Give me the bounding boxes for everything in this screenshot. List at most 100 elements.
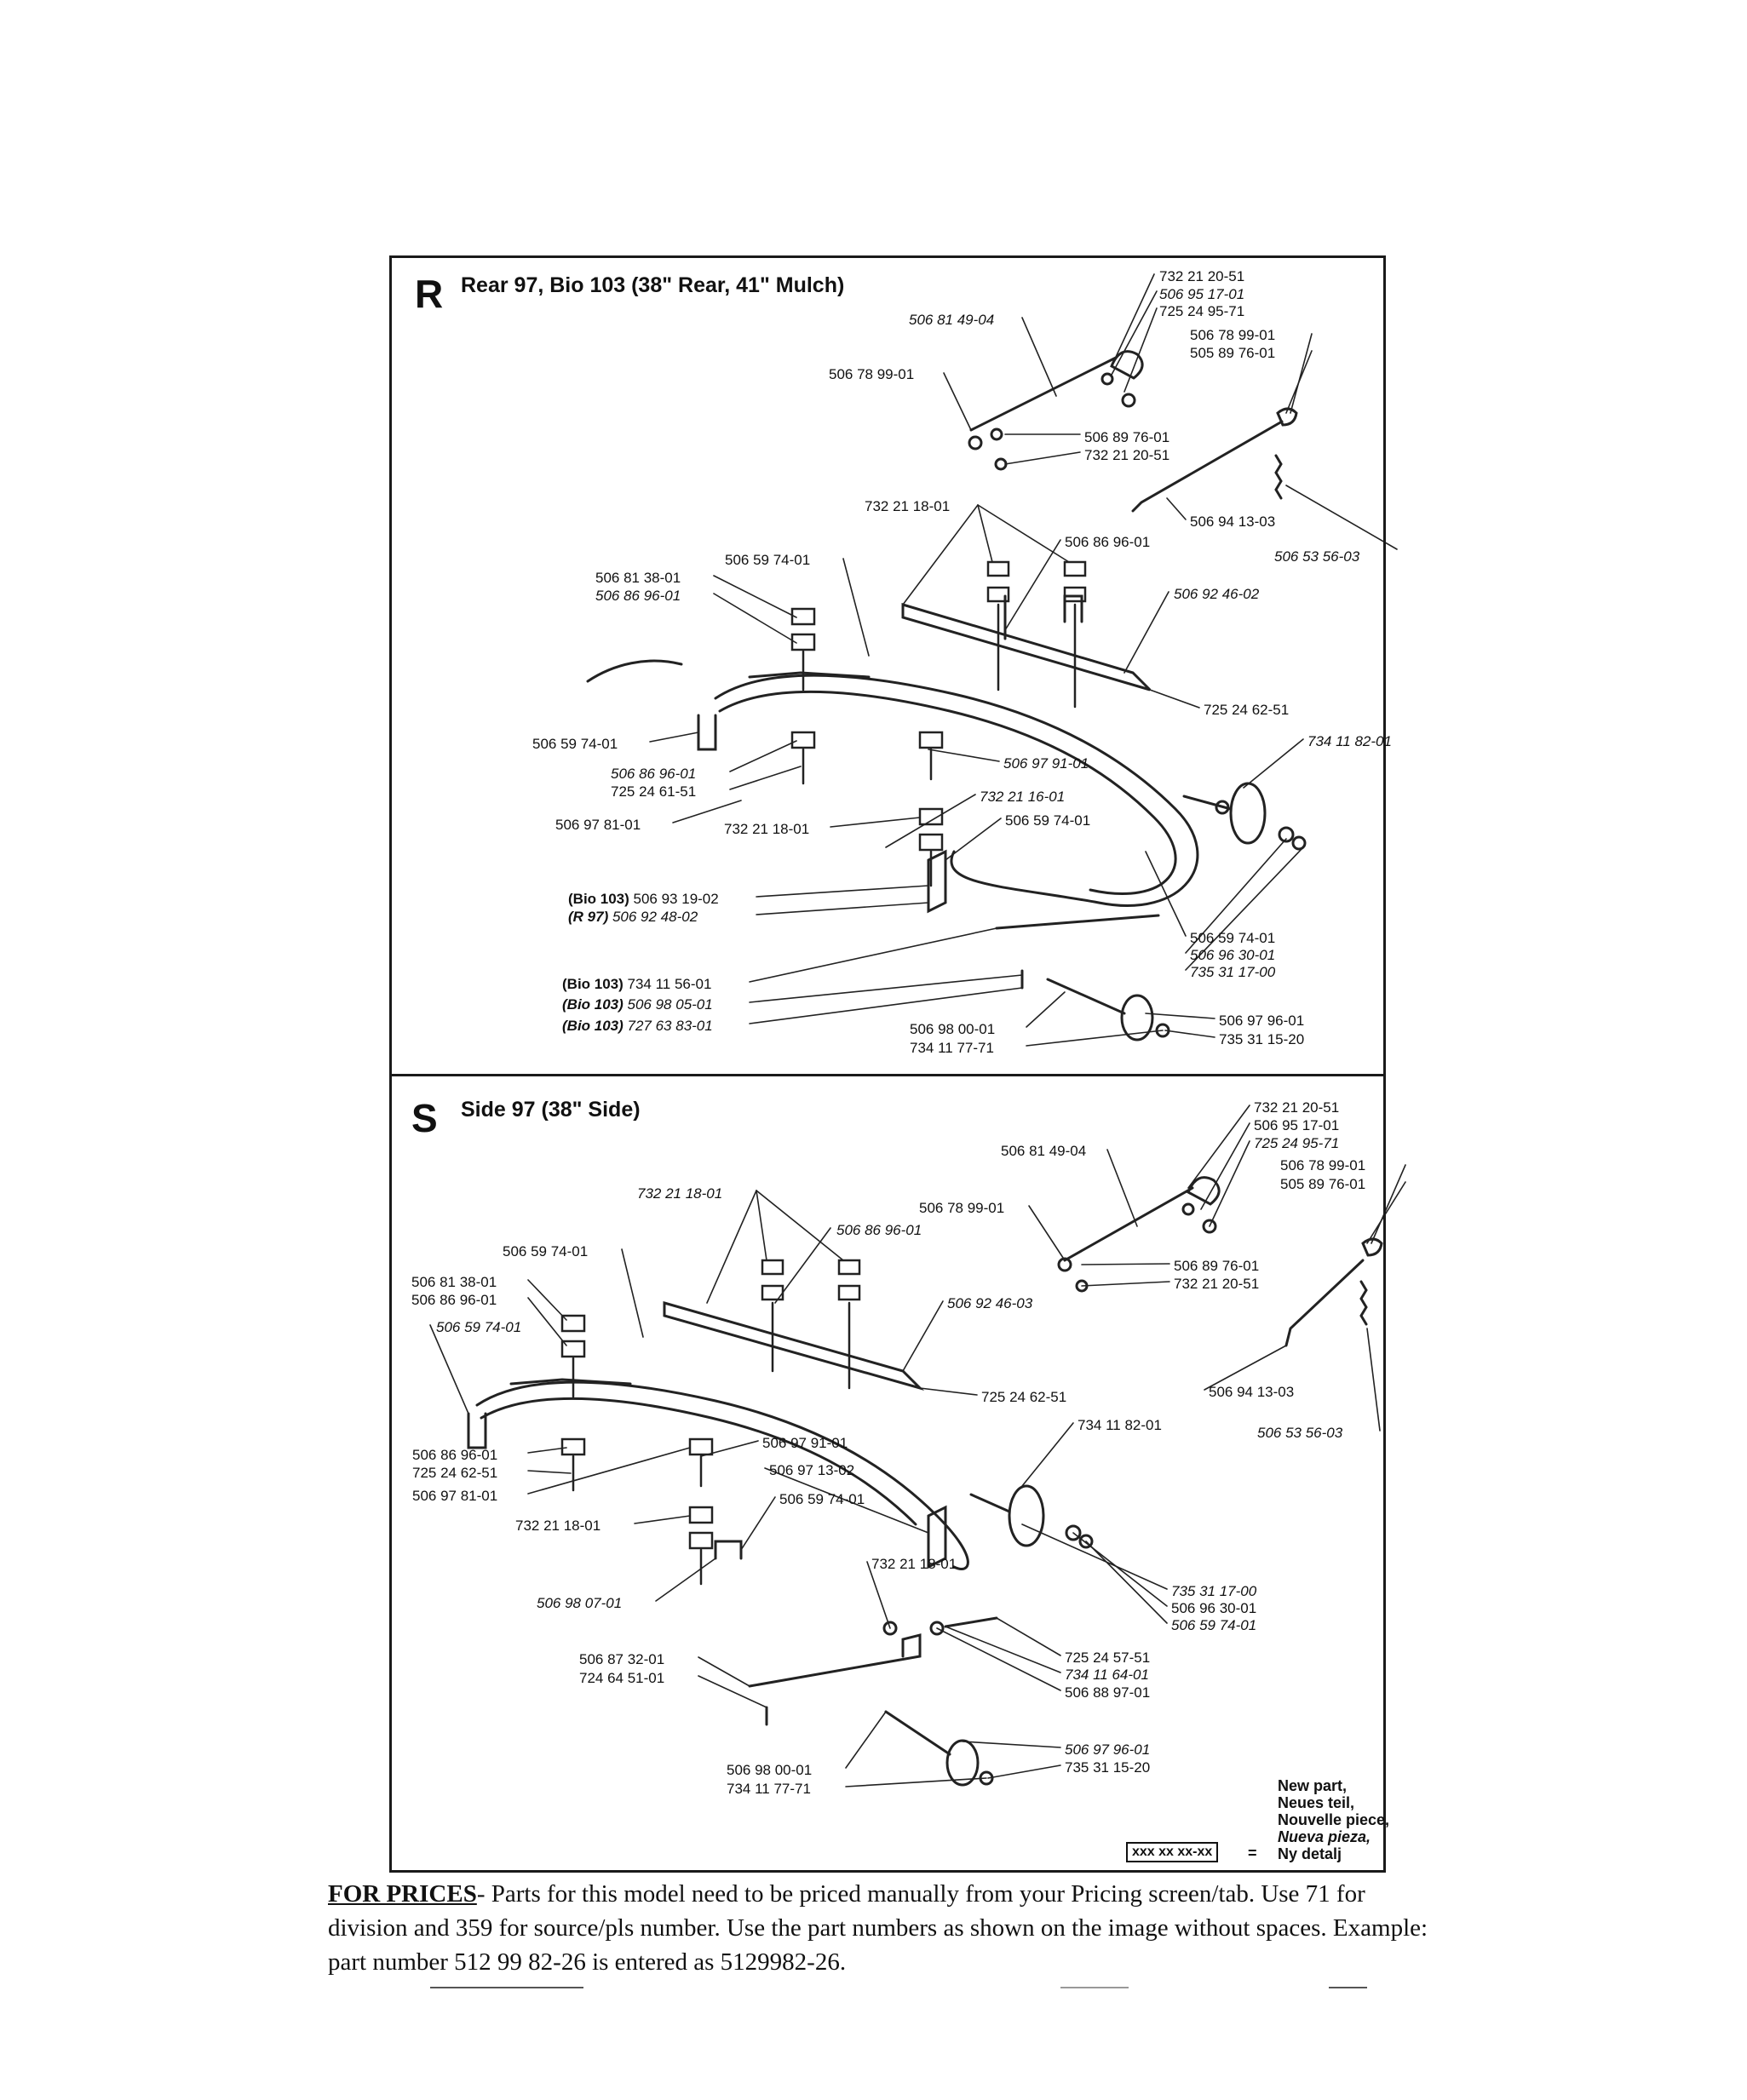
panel-title: Rear 97, Bio 103 (38" Rear, 41" Mulch) xyxy=(461,273,845,297)
pricing-note-heading: FOR PRICES xyxy=(328,1880,477,1908)
part-number-label: 734 11 82-01 xyxy=(1078,1417,1162,1433)
part-number-label: 506 96 30-01 xyxy=(1190,947,1276,963)
part-number-label: 725 24 61-51 xyxy=(611,783,697,800)
part-number-label: 506 98 00-01 xyxy=(910,1021,996,1037)
part-number-label: 506 59 74-01 xyxy=(532,736,618,752)
part-number-label: (Bio 103) 506 93 19-02 xyxy=(568,891,719,907)
part-number-label: 506 59 74-01 xyxy=(1005,812,1091,829)
part-number-label: 506 53 56-03 xyxy=(1257,1425,1343,1441)
part-number-label: 735 31 15-20 xyxy=(1219,1031,1305,1047)
part-number-label: 734 11 64-01 xyxy=(1065,1667,1149,1683)
legend-line: New part, xyxy=(1278,1777,1348,1794)
divider xyxy=(1060,1987,1129,1988)
part-number-label: 732 21 16-01 xyxy=(980,789,1066,805)
part-number-label: 725 24 95-71 xyxy=(1254,1135,1340,1151)
part-number-label: 735 31 15-20 xyxy=(1065,1759,1151,1776)
part-number-label: 506 97 96-01 xyxy=(1065,1741,1151,1758)
part-number-label: 725 24 95-71 xyxy=(1159,303,1245,319)
part-number-label: 506 86 96-01 xyxy=(611,766,697,782)
part-number-label: 506 89 76-01 xyxy=(1084,429,1170,445)
part-number-label: 506 96 30-01 xyxy=(1171,1600,1257,1616)
part-number-label: 505 89 76-01 xyxy=(1280,1176,1366,1192)
part-number-label: (Bio 103) 506 98 05-01 xyxy=(562,996,713,1013)
part-number-label: 732 21 18-01 xyxy=(865,498,951,514)
part-number-label: 506 86 96-01 xyxy=(595,588,681,604)
part-number-label: 506 78 99-01 xyxy=(1190,327,1276,343)
part-number-label: 506 78 99-01 xyxy=(1280,1157,1366,1173)
part-number-label: 732 21 18-01 xyxy=(637,1185,723,1202)
divider xyxy=(1329,1987,1367,1988)
part-number-label: 506 86 96-01 xyxy=(411,1292,497,1308)
part-number-label: 725 24 57-51 xyxy=(1065,1650,1151,1666)
part-number-label: 506 81 38-01 xyxy=(595,570,681,586)
part-number-label: 505 89 76-01 xyxy=(1190,345,1276,361)
part-number-label: 506 53 56-03 xyxy=(1274,548,1360,565)
part-number-label: 506 95 17-01 xyxy=(1254,1117,1340,1133)
part-number-label: 506 81 38-01 xyxy=(411,1274,497,1290)
pricing-note-text: - Parts for this model need to be priced… xyxy=(328,1880,1428,1976)
divider xyxy=(430,1987,583,1988)
part-number-label: 734 11 77-71 xyxy=(727,1781,811,1797)
part-number-label: 506 97 81-01 xyxy=(412,1488,498,1504)
part-number-label: 735 31 17-00 xyxy=(1171,1583,1257,1599)
part-number-label: 732 21 20-51 xyxy=(1159,268,1245,284)
part-number-label: 724 64 51-01 xyxy=(579,1670,665,1686)
panel-letter: S xyxy=(411,1096,438,1140)
part-number-label: 506 98 07-01 xyxy=(537,1595,623,1611)
part-number-label: 506 92 46-02 xyxy=(1174,586,1260,602)
part-number-label: 506 59 74-01 xyxy=(725,552,811,568)
panel-title: Side 97 (38" Side) xyxy=(461,1098,641,1122)
part-number-label: 732 21 18-01 xyxy=(515,1518,601,1534)
part-number-label: (Bio 103) 734 11 56-01 xyxy=(562,976,712,992)
part-number-label: 506 87 32-01 xyxy=(579,1651,665,1667)
part-number-label: 506 86 96-01 xyxy=(1065,534,1151,550)
part-number-label: 506 98 00-01 xyxy=(727,1762,813,1778)
part-number-label: (R 97) 506 92 48-02 xyxy=(568,909,698,925)
part-number-label: 734 11 82-01 xyxy=(1307,733,1392,749)
part-number-label: 506 97 13-02 xyxy=(769,1462,855,1478)
part-number-label: 506 94 13-03 xyxy=(1209,1384,1295,1400)
legend-line: Neues teil, xyxy=(1278,1794,1355,1811)
part-number-label: 732 21 18-01 xyxy=(871,1556,957,1572)
legend-equals: = xyxy=(1248,1845,1257,1862)
legend-line: Nueva pieza, xyxy=(1278,1828,1371,1845)
part-number-label: 506 59 74-01 xyxy=(503,1243,589,1259)
pricing-note: FOR PRICES- Parts for this model need to… xyxy=(328,1877,1435,1979)
part-number-label: 506 97 91-01 xyxy=(762,1435,848,1451)
part-number-label: 506 81 49-04 xyxy=(909,312,995,328)
legend-sample-part: xxx xx xx-xx xyxy=(1126,1842,1219,1862)
legend-line: Nouvelle piece, xyxy=(1278,1811,1390,1828)
part-number-label: 506 59 74-01 xyxy=(1171,1617,1257,1633)
part-number-label: 506 94 13-03 xyxy=(1190,514,1276,530)
part-number-label: 725 24 62-51 xyxy=(412,1465,498,1481)
part-number-label: 506 59 74-01 xyxy=(436,1319,522,1335)
part-number-label: 732 21 20-51 xyxy=(1084,447,1170,463)
part-number-label: 506 59 74-01 xyxy=(779,1491,865,1507)
part-number-label: 506 78 99-01 xyxy=(829,366,915,382)
part-number-label: 506 78 99-01 xyxy=(919,1200,1005,1216)
part-number-label: 734 11 77-71 xyxy=(910,1040,994,1056)
part-number-label: 506 59 74-01 xyxy=(1190,930,1276,946)
part-number-label: 506 81 49-04 xyxy=(1001,1143,1087,1159)
panel-letter: R xyxy=(415,272,444,316)
legend-line: Ny detalj xyxy=(1278,1845,1342,1862)
part-number-label: 732 21 18-01 xyxy=(724,821,810,837)
part-number-label: 506 92 46-03 xyxy=(947,1295,1033,1311)
part-number-label: 506 95 17-01 xyxy=(1159,286,1245,302)
part-number-label: (Bio 103) 727 63 83-01 xyxy=(562,1018,713,1034)
part-number-label: 732 21 20-51 xyxy=(1254,1099,1340,1116)
panel-side xyxy=(389,1074,1386,1873)
part-number-label: 506 97 96-01 xyxy=(1219,1013,1305,1029)
part-number-label: 506 97 81-01 xyxy=(555,817,641,833)
part-number-label: 506 86 96-01 xyxy=(412,1447,498,1463)
part-number-label: 725 24 62-51 xyxy=(981,1389,1067,1405)
legend-new-part: New part, Neues teil, Nouvelle piece, Nu… xyxy=(1278,1777,1389,1862)
part-number-label: 725 24 62-51 xyxy=(1204,702,1290,718)
part-number-label: 732 21 20-51 xyxy=(1174,1276,1260,1292)
part-number-label: 506 89 76-01 xyxy=(1174,1258,1260,1274)
part-number-label: 735 31 17-00 xyxy=(1190,964,1276,980)
part-number-label: 506 86 96-01 xyxy=(836,1222,922,1238)
part-number-label: 506 97 91-01 xyxy=(1003,755,1089,772)
part-number-label: 506 88 97-01 xyxy=(1065,1684,1151,1701)
